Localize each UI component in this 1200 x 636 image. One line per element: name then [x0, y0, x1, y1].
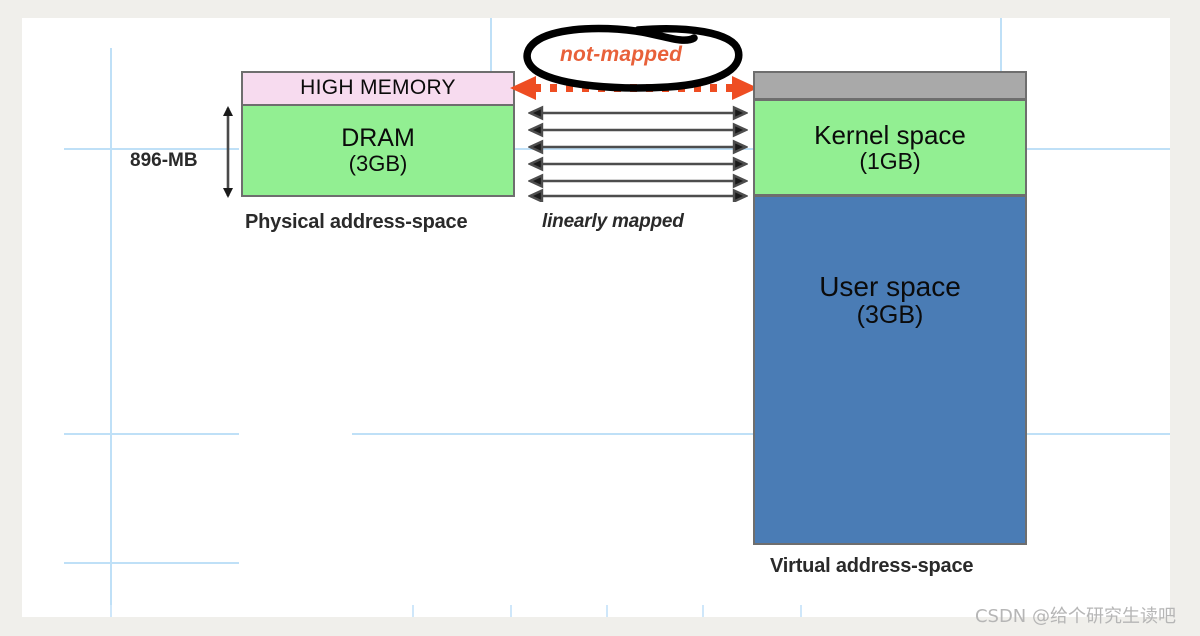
kernel-space-size-label: (1GB): [859, 148, 921, 175]
physical-address-space-caption: Physical address-space: [245, 211, 468, 233]
kernel-space-label: Kernel space: [814, 120, 966, 151]
kernel-space-block: Kernel space (1GB): [753, 99, 1027, 196]
not-mapped-label: not-mapped: [560, 43, 683, 66]
dimension-arrow-vertical: [223, 106, 233, 198]
user-space-label: User space: [819, 271, 961, 302]
dram-block: DRAM (3GB): [241, 104, 515, 197]
high-memory-block: HIGH MEMORY: [241, 71, 515, 106]
dram-label: DRAM: [341, 124, 415, 153]
linearly-mapped-caption: linearly mapped: [542, 211, 684, 232]
csdn-watermark: CSDN @给个研究生读吧: [974, 606, 1176, 627]
virtual-address-space-caption: Virtual address-space: [770, 555, 974, 577]
linear-mapping-arrows: [528, 105, 748, 202]
handdrawn-oval-annotation: [523, 24, 743, 92]
user-space-size-label: (3GB): [856, 301, 924, 330]
high-memory-label: HIGH MEMORY: [300, 76, 456, 100]
dimension-label-896mb: 896-MB: [130, 150, 198, 171]
user-space-block: User space (3GB): [753, 195, 1027, 545]
dram-size-label: (3GB): [348, 151, 408, 177]
reserved-band-block: [753, 71, 1027, 100]
